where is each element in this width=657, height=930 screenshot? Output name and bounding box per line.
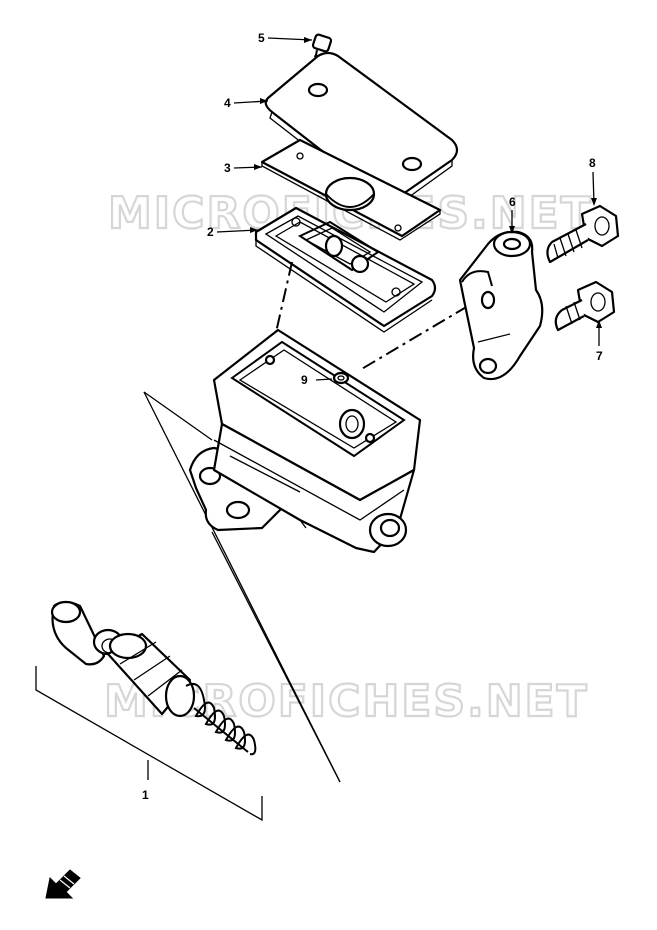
callout-7: 7 xyxy=(596,320,603,363)
callout-1: 1 xyxy=(142,788,149,802)
callout-4-number: 4 xyxy=(224,96,231,110)
callout-9-number: 9 xyxy=(301,373,308,387)
callout-2-number: 2 xyxy=(207,225,214,239)
callout-7-number: 7 xyxy=(596,349,603,363)
callout-4: 4 xyxy=(224,96,269,110)
callout-3-number: 3 xyxy=(224,161,231,175)
part-1-piston-kit xyxy=(35,600,263,822)
callout-6: 6 xyxy=(509,195,516,234)
part-8-bolt xyxy=(546,204,620,264)
part-6-clamp xyxy=(458,230,544,381)
callout-1-number: 1 xyxy=(142,788,149,802)
master-cylinder-body xyxy=(143,328,422,783)
callout-5: 5 xyxy=(258,31,313,45)
part-3-plate xyxy=(260,138,442,241)
callout-8-number: 8 xyxy=(589,156,596,170)
callout-9: 9 xyxy=(301,373,308,387)
assembly-line-right xyxy=(359,305,469,371)
callout-3: 3 xyxy=(224,161,263,175)
part-2-diaphragm xyxy=(254,206,437,333)
part-9-washer xyxy=(315,371,350,385)
front-arrow-icon xyxy=(45,869,81,899)
callout-2: 2 xyxy=(207,225,259,239)
callout-5-number: 5 xyxy=(258,31,265,45)
callout-8: 8 xyxy=(589,156,597,206)
callout-6-number: 6 xyxy=(509,195,516,209)
part-7-bolt xyxy=(554,280,616,332)
